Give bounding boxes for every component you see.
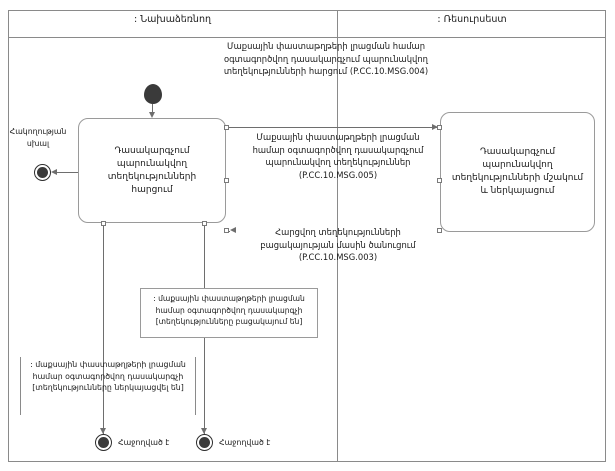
message-request-top: Մաքսային փաստաթղթերի լրացման համար օգտագ… xyxy=(223,41,429,76)
pin-response-target xyxy=(224,178,229,183)
arrowhead-down-right-branch-icon xyxy=(201,428,207,434)
flow-request-horizontal xyxy=(229,127,438,128)
pin-response-source xyxy=(437,178,442,183)
label-end-left: Հաջողված է xyxy=(118,438,170,447)
arrowhead-right-icon xyxy=(432,124,438,130)
end-node-right-success xyxy=(196,434,213,451)
label-end-right: Հաջողված է xyxy=(219,438,271,447)
arrowhead-left-notfound-icon xyxy=(230,227,236,233)
swimlane-frame xyxy=(8,10,606,462)
arrowhead-down-icon xyxy=(149,112,155,118)
activity-process-and-present-classifier-info[interactable]: Դասակարգչում պարունակվող տեղեկություններ… xyxy=(440,112,595,232)
note-info-delivered: : մաքսային փաստաթղթերի լրացման համար օգտ… xyxy=(20,357,196,415)
flow-notfound-stub xyxy=(229,231,230,232)
pin-request-source xyxy=(224,125,229,130)
arrowhead-down-left-branch-icon xyxy=(100,428,106,434)
pin-branch-left xyxy=(101,221,106,226)
flow-activity-to-error-end xyxy=(57,172,78,173)
swimlane-title-initiator: : Նախաձեռնող xyxy=(134,14,211,25)
pin-notfound-source xyxy=(437,228,442,233)
swimlane-title-resource: : Ռեսուրսեստ xyxy=(437,14,507,25)
note-info-missing: : մաքսային փաստաթղթերի լրացման համար օգտ… xyxy=(140,288,318,338)
arrowhead-left-icon xyxy=(51,169,57,175)
pin-request-target xyxy=(437,125,442,130)
message-response-mid: Մաքսային փաստաթղթերի լրացման համար օգտագ… xyxy=(252,132,424,180)
message-notfound: Հարցվող տեղեկությունների բացակայության մ… xyxy=(260,227,416,262)
activity-request-classifier-info[interactable]: Դասակարգչում պարունակվող տեղեկություններ… xyxy=(78,118,226,223)
pin-notfound-target xyxy=(224,228,229,233)
end-node-left-success xyxy=(95,434,112,451)
swimlane-divider xyxy=(337,10,338,462)
swimlane-header-row xyxy=(8,10,606,38)
pin-branch-right xyxy=(202,221,207,226)
flow-left-branch-vertical xyxy=(103,226,104,434)
start-node xyxy=(144,84,162,104)
label-rejection-error: Հակողության սխալ xyxy=(9,127,67,148)
flow-start-to-activity xyxy=(152,104,153,114)
end-node-error xyxy=(34,164,51,181)
